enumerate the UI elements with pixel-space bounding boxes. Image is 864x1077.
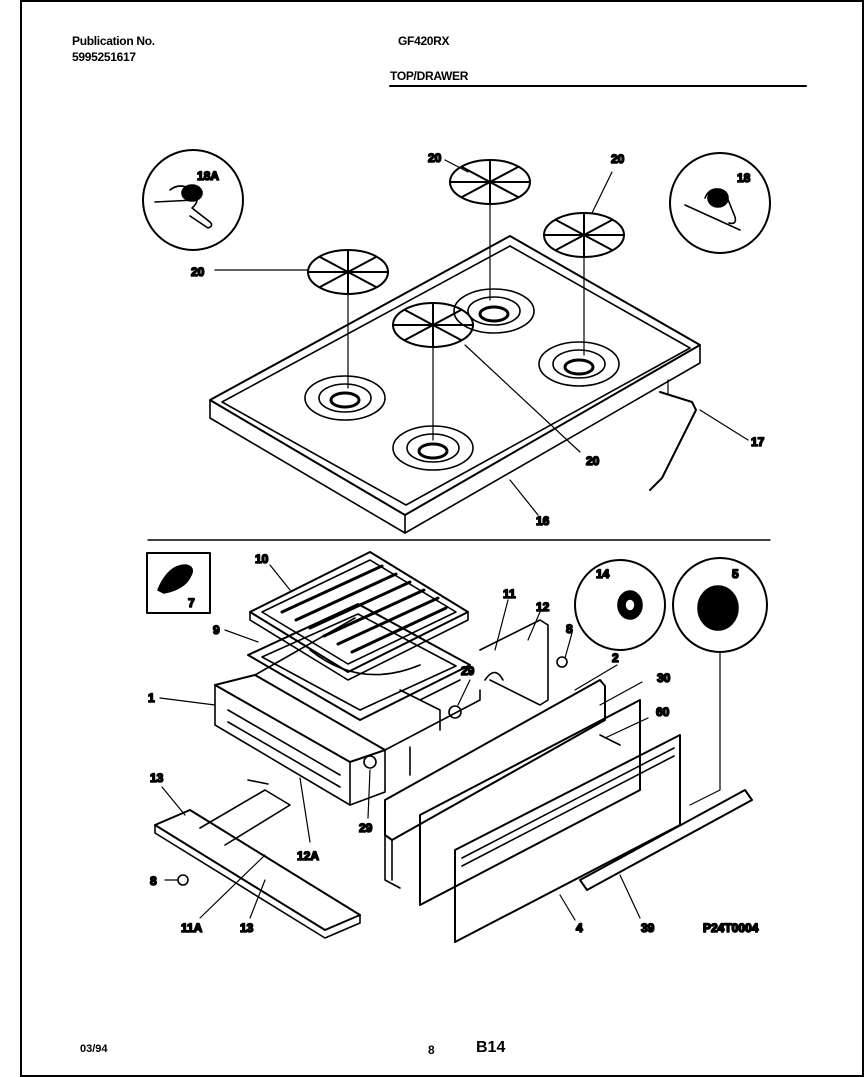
broiler-pan-9 <box>247 603 471 721</box>
footer-page: 8 <box>428 1043 435 1057</box>
drawer-leader-lines <box>159 564 721 921</box>
callout-11: 11 <box>503 587 516 601</box>
callout-20-top: 20 <box>428 151 442 165</box>
drawer-frame-panel-2 <box>384 679 606 889</box>
callout-20-top-right: 20 <box>611 152 625 166</box>
callout-20-left: 20 <box>191 265 205 279</box>
callout-16: 16 <box>536 514 550 528</box>
callout-20-bottom: 20 <box>586 454 600 468</box>
publication-number: 5995251617 <box>72 50 136 64</box>
drawer-front-4 <box>454 734 681 943</box>
callout-9: 9 <box>213 623 220 637</box>
detail-circle-18 <box>669 152 771 254</box>
detail-circle-14 <box>574 559 666 651</box>
callout-5: 5 <box>732 567 739 581</box>
callout-11a: 11A <box>181 921 203 935</box>
section-title: TOP/DRAWER <box>390 69 469 83</box>
drawer-rails-13 <box>154 789 361 939</box>
callout-13-top: 13 <box>150 771 164 785</box>
detail-circle-18a <box>142 149 244 251</box>
callout-29-top: 29 <box>461 664 475 678</box>
callout-13-bottom: 13 <box>240 921 254 935</box>
callout-60: 60 <box>656 705 670 719</box>
inset-box-7 <box>146 552 211 614</box>
callout-12a: 12A <box>297 849 319 863</box>
callout-29-bottom: 29 <box>359 821 373 835</box>
cooktop-panel <box>209 235 701 534</box>
callout-18a: 18A <box>197 169 219 183</box>
drawing-number: P24T0004 <box>703 921 759 935</box>
publication-label: Publication No. <box>72 34 155 48</box>
callout-8-bottom: 8 <box>150 874 157 888</box>
drawer-inner-panel-30 <box>419 699 641 906</box>
callout-10: 10 <box>255 552 269 566</box>
callout-12: 12 <box>536 600 550 614</box>
wire-bracket-17 <box>649 391 697 491</box>
frame-bottom-border <box>20 1075 864 1077</box>
callout-14: 14 <box>596 567 610 581</box>
drawer-body-1 <box>214 617 481 806</box>
footer-code: B14 <box>476 1039 506 1056</box>
cooktop-leader-lines <box>214 159 749 516</box>
callout-7: 7 <box>188 596 195 610</box>
callout-2: 2 <box>612 651 619 665</box>
footer-date: 03/94 <box>80 1043 108 1055</box>
callout-4: 4 <box>576 921 583 935</box>
callout-17: 17 <box>751 435 765 449</box>
frame-right-border <box>862 0 864 1077</box>
callout-18: 18 <box>737 171 751 185</box>
page-frame <box>20 0 864 1077</box>
callout-30: 30 <box>657 671 671 685</box>
bracket-11-12 <box>479 619 568 706</box>
broiler-grid-10 <box>249 551 469 681</box>
callout-39: 39 <box>641 921 655 935</box>
burner-grates <box>307 159 625 348</box>
small-fasteners <box>177 705 621 886</box>
callout-8-top: 8 <box>566 622 573 636</box>
trim-strip-39 <box>579 789 753 891</box>
burner-bowls <box>304 288 620 471</box>
callout-1: 1 <box>148 691 155 705</box>
frame-top-border <box>20 0 864 2</box>
model-number: GF420RX <box>398 34 450 48</box>
detail-circle-5 <box>672 557 768 653</box>
